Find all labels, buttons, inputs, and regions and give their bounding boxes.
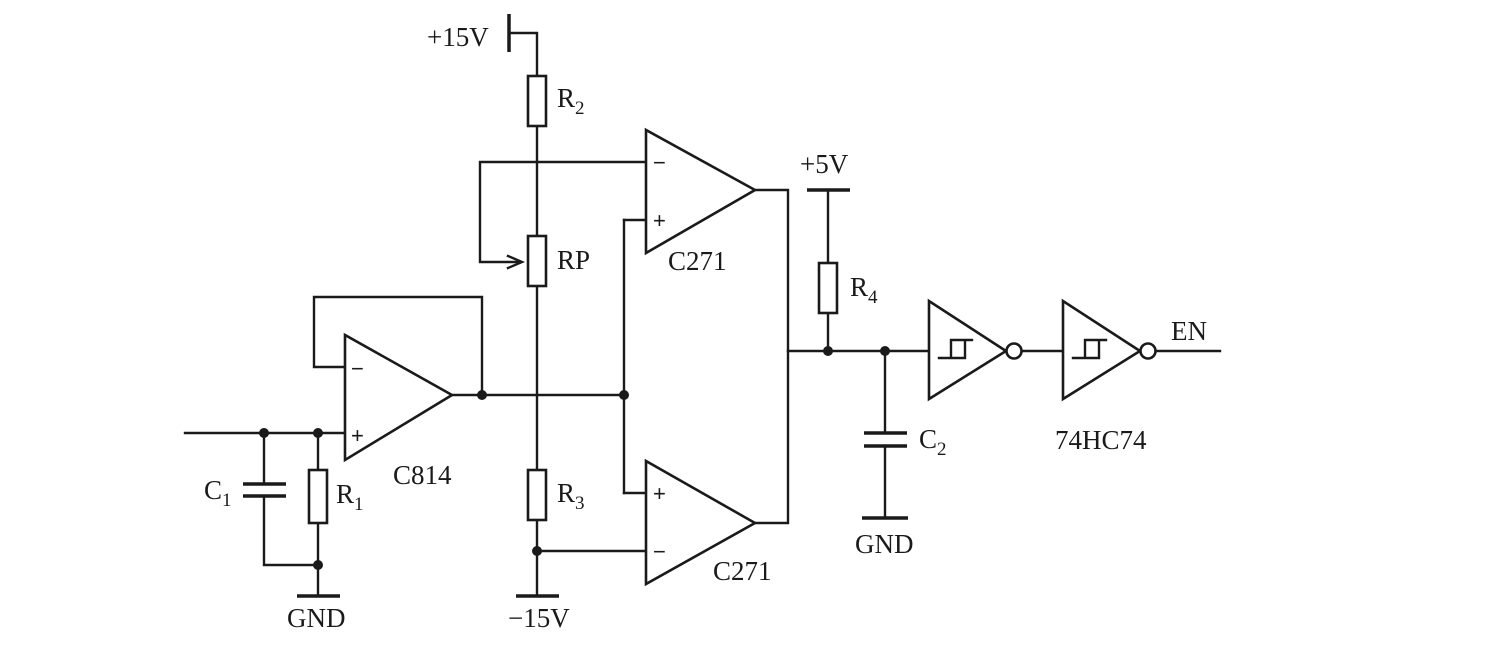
r4-body (817, 261, 839, 315)
pos15-label: +15V (427, 22, 489, 52)
comparator-upper (644, 127, 758, 256)
follower-label: C814 (393, 460, 452, 490)
r4-label: R4 (850, 272, 878, 308)
follower-feedback-wire (312, 295, 484, 397)
rp-wiper-arrow (506, 254, 526, 270)
inverter-1-bubble (1005, 342, 1023, 360)
ground-right-label: GND (855, 529, 914, 559)
amplifiers (343, 127, 758, 587)
r3-label: R3 (557, 478, 585, 514)
schmitt-inverters (927, 298, 1157, 402)
ground-left-label: GND (287, 603, 346, 633)
pos15-wire (507, 31, 539, 78)
upper-minus-pin: − (653, 150, 666, 175)
schmitt-inverter-2 (1061, 298, 1143, 402)
comparator-lower-label: C271 (713, 556, 772, 586)
follower-plus-pin: + (351, 423, 364, 448)
rp-wiper-wire (478, 160, 648, 264)
c1-label: C1 (204, 475, 232, 511)
junction-dot (880, 346, 890, 356)
comparator-upper-label: C271 (668, 246, 727, 276)
neg15-label: −15V (508, 603, 570, 633)
lower-minus-pin: − (653, 539, 666, 564)
pos5-label: +5V (800, 149, 849, 179)
r2-body (526, 74, 548, 128)
wires (183, 31, 1222, 598)
c1-bottom-wire (262, 494, 320, 567)
upper-output-wire (753, 188, 790, 525)
upper-plus-pin: + (653, 208, 666, 233)
junctions (259, 346, 890, 570)
rp-label: RP (557, 245, 590, 275)
en-output-label: EN (1171, 316, 1207, 346)
rails (297, 14, 908, 598)
follower-minus-pin: − (351, 356, 364, 381)
schmitt-label: 74HC74 (1055, 425, 1147, 455)
junction-dot (259, 428, 269, 438)
follower-opamp (343, 332, 455, 463)
r3-body (526, 468, 548, 522)
r1-label: R1 (336, 479, 364, 515)
junction-dot (532, 546, 542, 556)
junction-dot (619, 390, 629, 400)
hysteresis-icon (1071, 338, 1108, 360)
schmitt-inverter-1 (927, 298, 1009, 402)
c2-label: C2 (919, 424, 947, 460)
lower-plus-pin: + (653, 481, 666, 506)
hysteresis-icon (937, 338, 974, 360)
passives (243, 74, 907, 525)
r1-body (307, 468, 329, 525)
inverter-2-bubble (1139, 342, 1157, 360)
rp-body (526, 234, 548, 288)
labels: +15V +5V −15V GND GND R2 RP R3 R1 R4 C1 … (204, 22, 1207, 633)
junction-dot (477, 390, 487, 400)
pin-marks: − + − + + − (351, 150, 666, 564)
junction-dot (823, 346, 833, 356)
junction-dot (313, 428, 323, 438)
junction-dot (313, 560, 323, 570)
r2-label: R2 (557, 83, 585, 119)
comparator-lower (644, 458, 758, 587)
